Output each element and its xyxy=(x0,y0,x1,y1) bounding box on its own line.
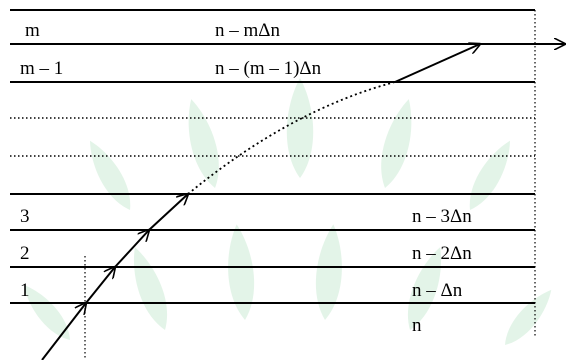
layer-m-value: n – mΔn xyxy=(215,20,280,41)
layer-m-index: m xyxy=(25,20,40,41)
layer-labels: m n – mΔn m – 1 n – (m – 1)Δn 3 n – 3Δn … xyxy=(20,20,472,336)
ray-segment-layer-m-1 xyxy=(394,44,480,83)
base-medium-label: n xyxy=(412,315,422,336)
ray-segment-layer-1 xyxy=(85,267,115,304)
leaf-icon xyxy=(460,135,520,216)
layer-3-value: n – 3Δn xyxy=(412,206,472,227)
layer-2-index: 2 xyxy=(20,243,30,264)
ray-segment-layer-2 xyxy=(114,230,149,268)
layer-1-index: 1 xyxy=(20,280,30,301)
layer-3-index: 3 xyxy=(20,206,30,227)
leaf-icon xyxy=(373,95,421,192)
leaf-icon xyxy=(312,223,346,322)
layer-m-1-index: m – 1 xyxy=(20,58,63,79)
leaf-watermark xyxy=(16,78,559,352)
incident-ray-segment xyxy=(41,303,86,360)
layer-1-value: n – Δn xyxy=(412,280,463,301)
leaf-icon xyxy=(80,135,140,216)
leaf-icon xyxy=(123,243,176,334)
leaf-icon xyxy=(179,95,227,192)
leaf-icon xyxy=(497,283,559,352)
leaf-icon xyxy=(286,78,314,178)
leaf-icon xyxy=(224,223,258,322)
layer-2-value: n – 2Δn xyxy=(412,243,472,264)
ray-segment-layer-3 xyxy=(148,194,188,231)
layer-m-1-value: n – (m – 1)Δn xyxy=(215,58,322,79)
light-ray xyxy=(41,44,565,360)
layer-boundaries xyxy=(10,9,535,304)
